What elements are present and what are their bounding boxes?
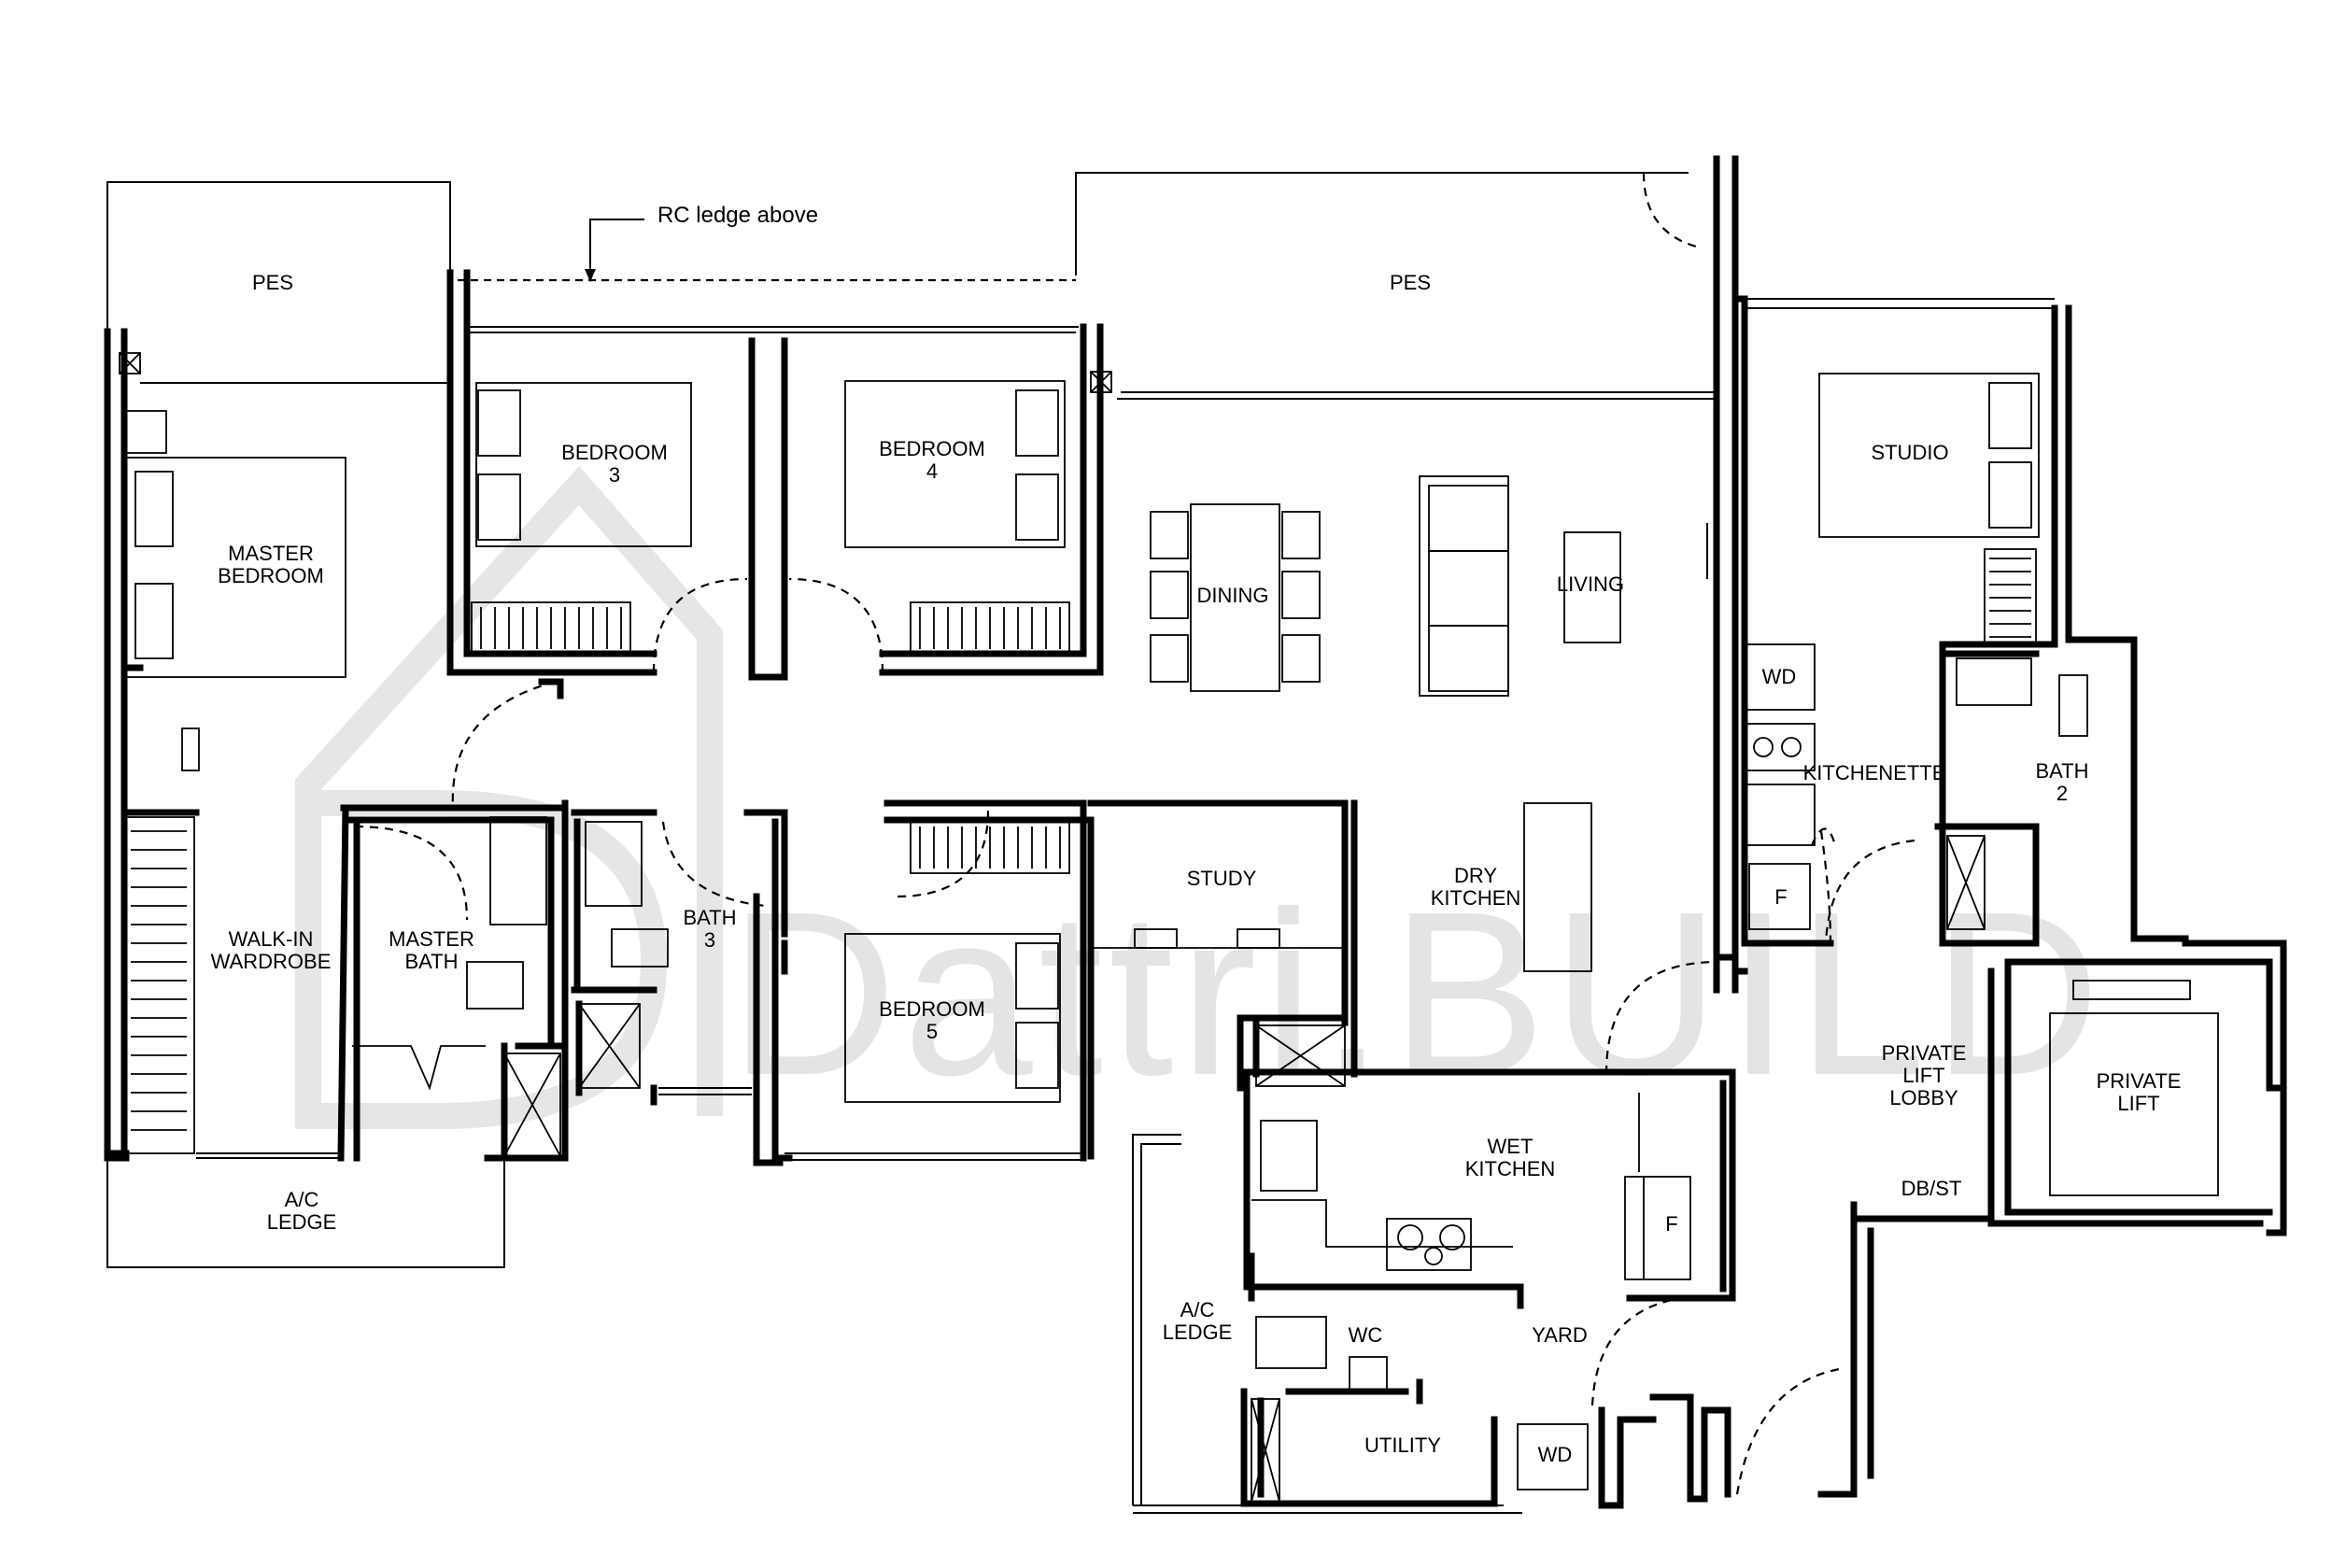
label-studio: STUDIO bbox=[1871, 441, 1948, 464]
rc-ledge-label: RC ledge above bbox=[657, 203, 818, 228]
rc-ledge-callout: RC ledge above bbox=[585, 203, 818, 282]
label-utility: UTILITY bbox=[1364, 1434, 1441, 1457]
label-wc: WC bbox=[1349, 1323, 1383, 1347]
windows bbox=[196, 326, 1745, 1161]
furniture bbox=[123, 373, 2219, 1503]
label-pes-left: PES bbox=[252, 271, 293, 294]
label-pes-right: PES bbox=[1390, 271, 1431, 294]
label-db-st: DB/ST bbox=[1901, 1177, 1962, 1200]
label-study: STUDY bbox=[1187, 867, 1257, 890]
walls bbox=[104, 155, 2287, 1509]
label-wd-yard: WD bbox=[1538, 1443, 1573, 1466]
label-wd-kitchenette: WD bbox=[1762, 665, 1797, 688]
label-living: LIVING bbox=[1557, 572, 1624, 596]
watermark-text: Dattri.BUILD bbox=[728, 863, 2106, 1123]
watermark: Dattri.BUILD bbox=[295, 465, 2106, 1129]
label-fridge-kitchenette: F bbox=[1774, 885, 1787, 909]
label-dining: DINING bbox=[1197, 584, 1269, 607]
label-yard: YARD bbox=[1532, 1323, 1588, 1347]
label-fridge-wet: F bbox=[1665, 1212, 1677, 1236]
doors bbox=[354, 172, 1915, 1495]
label-kitchenette: KITCHENETTE bbox=[1803, 761, 1946, 784]
